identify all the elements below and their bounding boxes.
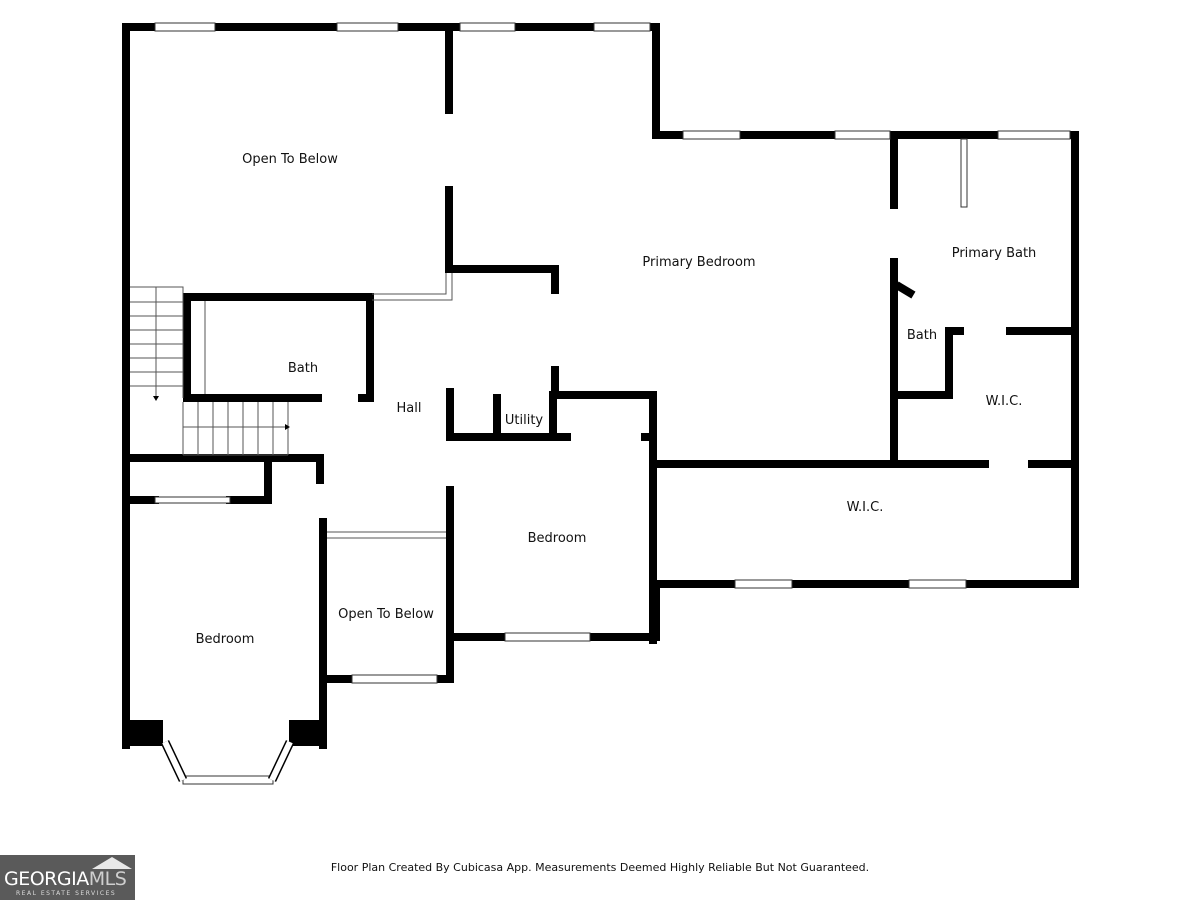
room-bath-small: Bath: [907, 328, 937, 343]
georgia-mls-logo: GEORGIAMLS REAL ESTATE SERVICES: [0, 855, 135, 900]
logo-subtext: REAL ESTATE SERVICES: [16, 890, 117, 897]
room-labels: Open To Below Primary Bedroom Primary Ba…: [196, 152, 1037, 647]
walls: [122, 23, 1079, 749]
logo-text-b: MLS: [88, 868, 127, 890]
room-wic-small: W.I.C.: [986, 394, 1023, 409]
room-primary-bath: Primary Bath: [952, 246, 1037, 261]
room-open-to-below-2: Open To Below: [338, 607, 434, 622]
room-bedroom-center: Bedroom: [528, 531, 587, 546]
logo-text-a: GEORGIA: [4, 868, 89, 890]
disclaimer-text: Floor Plan Created By Cubicasa App. Meas…: [330, 861, 870, 874]
bay-blocks: [122, 720, 327, 746]
room-open-to-below-1: Open To Below: [242, 152, 338, 167]
windows: [154, 22, 1071, 785]
room-wic-large: W.I.C.: [847, 500, 884, 515]
railings: [204, 273, 453, 539]
room-hall: Hall: [397, 401, 422, 416]
room-utility: Utility: [505, 413, 544, 428]
roof-icon: [92, 857, 132, 869]
room-bath-main: Bath: [288, 361, 318, 376]
stairs: [130, 286, 290, 456]
room-primary-bedroom: Primary Bedroom: [642, 255, 755, 270]
room-bedroom-left: Bedroom: [196, 632, 255, 647]
